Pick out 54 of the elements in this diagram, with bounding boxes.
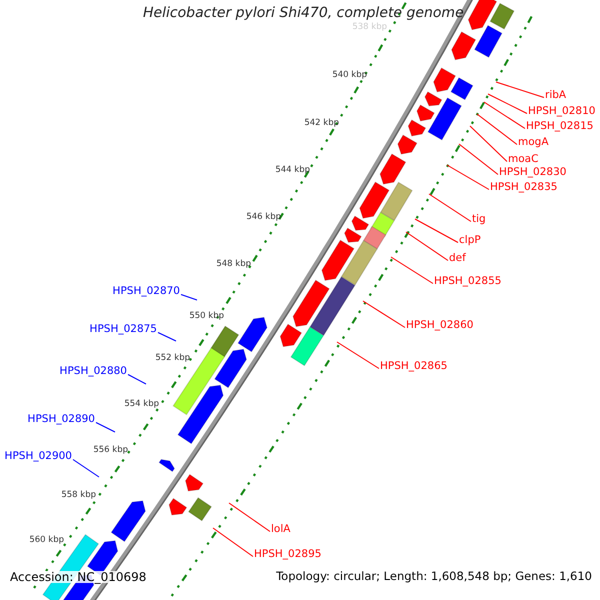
leader-line — [470, 126, 508, 162]
gene-label: HPSH_02855 — [434, 276, 502, 286]
gene-label: def — [449, 253, 466, 264]
scale-label: 550 kbp — [189, 312, 224, 320]
scale-label: 548 kbp — [216, 260, 251, 268]
scale-label: 546 kbp — [246, 213, 281, 222]
map-title: Helicobacter pylori Shi470, complete genome — [143, 6, 464, 20]
leader-line — [446, 164, 490, 190]
gene-label: tig — [472, 214, 486, 224]
gene-label: clpP — [459, 235, 481, 246]
scale-label: 556 kbp — [93, 446, 128, 454]
gene-label: HPSH_02890 — [28, 414, 95, 424]
leader-line — [390, 256, 434, 284]
gene-label: mogA — [518, 137, 549, 148]
leader-line — [180, 294, 198, 300]
leader-line — [496, 82, 544, 98]
leader-line — [212, 528, 254, 557]
gene-label: HPSH_02830 — [499, 167, 566, 178]
leader-line — [406, 232, 448, 261]
gene-label: moaC — [508, 154, 538, 164]
leader-line — [228, 502, 270, 532]
leader-line — [458, 144, 498, 175]
leader-line — [158, 332, 176, 342]
gene-label: lolA — [271, 524, 290, 534]
gene-label: HPSH_02815 — [526, 121, 594, 132]
leader-line — [414, 218, 458, 243]
leader-line — [128, 374, 146, 384]
leader-line — [336, 342, 380, 369]
leader-line — [96, 422, 116, 432]
gene-label: HPSH_02860 — [406, 320, 474, 330]
gene-label: HPSH_02870 — [112, 286, 180, 296]
gene-label: HPSH_02865 — [380, 361, 448, 372]
leader-line — [488, 94, 528, 114]
leader-line — [428, 194, 472, 222]
scale-label: 544 kbp — [275, 166, 310, 174]
gene-label: HPSH_02880 — [60, 366, 127, 376]
scale-label: 560 kbp — [29, 536, 64, 544]
gene-label: HPSH_02895 — [254, 549, 322, 560]
scale-label: 542 kbp — [304, 119, 339, 128]
scale-label: 540 kbp — [332, 71, 367, 80]
leader-line — [484, 102, 526, 129]
gene-label: HPSH_02875 — [90, 324, 157, 334]
scale-label: 558 kbp — [61, 491, 96, 500]
leader-line — [72, 459, 100, 478]
accession-label: Accession: NC_010698 — [10, 571, 146, 583]
scale-label: 554 kbp — [124, 400, 159, 408]
gene-label: HPSH_02900 — [4, 451, 72, 462]
leader-line — [476, 114, 518, 145]
scale-label: 552 kbp — [155, 354, 190, 362]
gene-label: HPSH_02810 — [528, 106, 596, 116]
summary-label: Topology: circular; Length: 1,608,548 bp; Genes: 1,610 — [276, 571, 592, 582]
gene-label: ribA — [545, 90, 566, 100]
gene-label: HPSH_02835 — [490, 182, 558, 192]
leader-line — [362, 300, 406, 328]
